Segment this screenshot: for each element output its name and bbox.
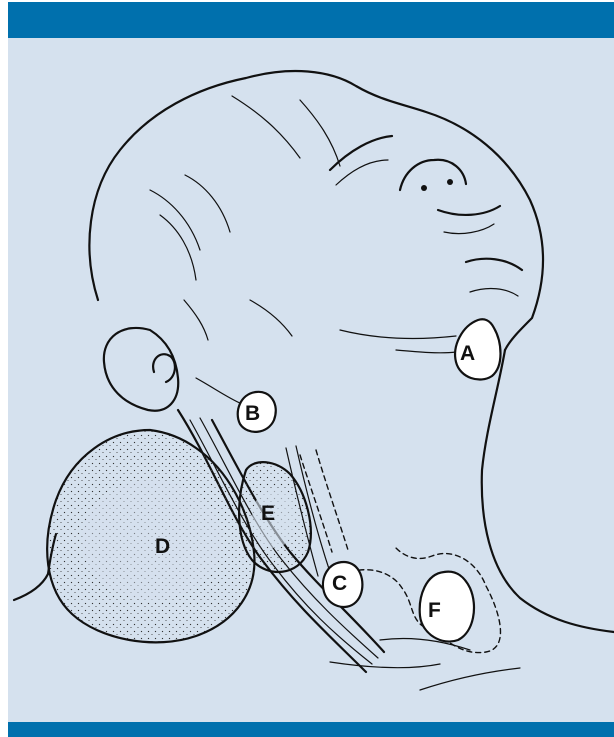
- lump-d-highlight: [82, 480, 222, 600]
- chest-line: [420, 668, 520, 690]
- ear: [104, 328, 178, 411]
- hair-stroke: [184, 300, 208, 340]
- eye-fold: [336, 160, 388, 185]
- lip-line: [444, 224, 494, 234]
- ear-inner: [153, 354, 175, 382]
- label-b: B: [245, 402, 260, 425]
- hair-stroke: [300, 100, 340, 166]
- nose: [400, 160, 466, 190]
- lump-a-stalk: [396, 350, 456, 353]
- label-e: E: [261, 502, 275, 525]
- label-d: D: [155, 535, 170, 558]
- hair-stroke: [232, 96, 300, 158]
- label-a: A: [460, 342, 475, 365]
- lump-b-stalk: [196, 378, 242, 404]
- jaw-line: [340, 330, 456, 338]
- hair-stroke: [250, 300, 292, 336]
- chin-fold: [466, 259, 522, 270]
- chin-fold: [470, 289, 518, 296]
- chest-line: [330, 662, 440, 668]
- hair-stroke: [185, 175, 230, 232]
- label-c: C: [332, 572, 347, 595]
- larynx-line: [316, 450, 348, 550]
- mouth: [438, 206, 500, 215]
- nostril: [447, 179, 453, 185]
- neck-right-contour: [482, 350, 614, 632]
- label-f: F: [428, 599, 441, 622]
- nostril: [421, 185, 427, 191]
- left-shoulder: [14, 574, 48, 600]
- hair-stroke: [150, 190, 200, 250]
- hair-stroke: [160, 215, 196, 280]
- head-outline: [89, 71, 543, 350]
